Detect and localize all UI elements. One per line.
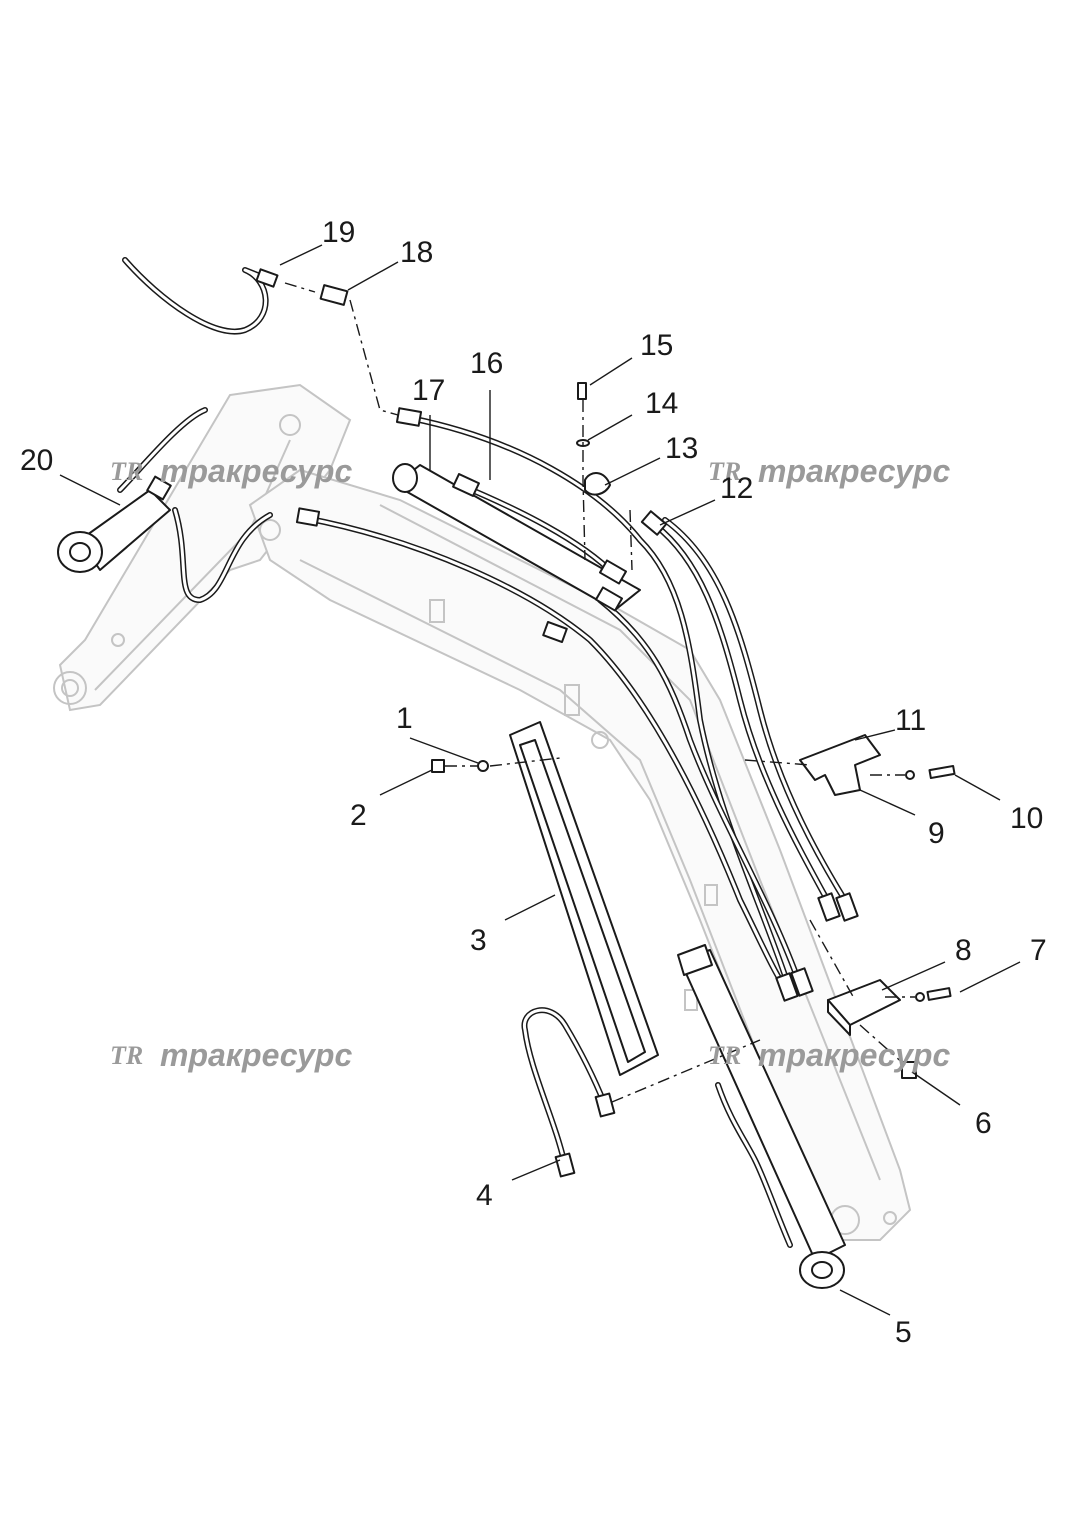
callout-15: 15	[640, 329, 673, 362]
fittings	[146, 268, 859, 1178]
fitting-boom-d	[598, 559, 628, 585]
arm-pivot-hole-inner	[61, 679, 79, 697]
watermark-text: тракресурс	[758, 453, 950, 489]
boom-mid-hole	[591, 731, 609, 749]
fitting-lower-a	[775, 972, 799, 1002]
hardware	[431, 382, 956, 1079]
callout-1: 1	[396, 702, 413, 735]
fitting-12	[640, 510, 668, 536]
fitting-boom-c	[594, 586, 624, 612]
arm-cylinder-eye-hole	[69, 542, 91, 562]
washer-10	[905, 770, 915, 780]
washer-1	[477, 760, 489, 772]
assembly-lines	[284, 282, 915, 1103]
bolt-15	[577, 382, 587, 400]
manifold-block-8-front	[827, 999, 851, 1036]
watermarks: TR тракресурс TR тракресурс TR тракресур…	[110, 453, 950, 1073]
arm-cylinder	[57, 489, 171, 573]
watermark-logo: TR	[708, 457, 741, 486]
washer-7	[915, 992, 925, 1002]
cylinder-rod-eye-hole	[811, 1261, 833, 1279]
callout-10: 10	[1010, 802, 1043, 835]
fitting-18	[319, 284, 349, 306]
fitting-4b	[594, 1092, 616, 1118]
watermark-4: TR тракресурс	[708, 1037, 950, 1073]
boom-bracket-1	[429, 599, 445, 623]
fitting-19	[255, 268, 279, 288]
hose-4	[521, 1007, 608, 1168]
boom-top-cylinder-end	[392, 463, 418, 493]
bracket-9	[799, 734, 881, 796]
bolt-7	[926, 987, 952, 1001]
watermark-text: тракресурс	[160, 453, 352, 489]
watermark-text: тракресурс	[160, 1037, 352, 1073]
callout-4: 4	[476, 1179, 493, 1212]
fitting-lower-d	[835, 892, 859, 922]
main-boom-outline	[248, 468, 912, 1241]
callout-14: 14	[645, 387, 678, 420]
callout-16: 16	[470, 347, 503, 380]
boom-foot-bolt	[883, 1211, 897, 1225]
watermark-3: TR тракресурс	[110, 1037, 352, 1073]
callout-17: 17	[412, 374, 445, 407]
arm-bolt-hole	[111, 633, 125, 647]
callout-labels: 1 2 3 4 5 6 7 8 9 10 11 12 13 14 15 16 1…	[20, 216, 1047, 1349]
fitting-arm	[146, 475, 172, 501]
cylinder-head	[677, 944, 713, 976]
fitting-lower-c	[817, 892, 841, 922]
callout-11: 11	[895, 704, 926, 737]
callout-2: 2	[350, 799, 367, 832]
main-boom-edge	[299, 559, 811, 1191]
leader-lines	[59, 244, 1021, 1316]
watermark-1: TR тракресурс	[110, 453, 352, 489]
watermark-2: TR тракресурс	[708, 453, 950, 489]
fitting-boom-e	[452, 473, 480, 497]
callout-20: 20	[20, 444, 53, 477]
fitting-17	[395, 407, 423, 427]
boom-cylinder	[677, 944, 846, 1289]
watermark-logo: TR	[708, 1041, 741, 1070]
callout-8: 8	[955, 934, 972, 967]
watermark-logo: TR	[110, 457, 143, 486]
clamp-13	[584, 472, 611, 496]
arm-pivot-hole	[53, 671, 87, 705]
fitting-lower-b	[790, 967, 814, 997]
callout-13: 13	[665, 432, 698, 465]
bolt-2	[431, 759, 445, 773]
callout-5: 5	[895, 1316, 912, 1349]
callout-18: 18	[400, 236, 433, 269]
fitting-6	[901, 1061, 917, 1079]
boom-bracket-2	[564, 684, 580, 716]
callout-19: 19	[322, 216, 355, 249]
hoses	[117, 257, 851, 1248]
fitting-4a	[554, 1152, 576, 1178]
boom-top-hole	[279, 414, 301, 436]
callout-9: 9	[928, 817, 945, 850]
callout-12: 12	[720, 472, 753, 505]
callout-3: 3	[470, 924, 487, 957]
fitting-boom-a	[295, 507, 321, 527]
guard-strip-3-inner	[519, 739, 646, 1063]
fitting-boom-b	[542, 621, 568, 643]
watermark-logo: TR	[110, 1041, 143, 1070]
callout-7: 7	[1030, 934, 1047, 967]
callout-6: 6	[975, 1107, 992, 1140]
boom-top-hole-2	[259, 519, 281, 541]
watermark-text: тракресурс	[758, 1037, 950, 1073]
boom-bracket-3	[704, 884, 718, 906]
bolt-10	[928, 764, 956, 780]
